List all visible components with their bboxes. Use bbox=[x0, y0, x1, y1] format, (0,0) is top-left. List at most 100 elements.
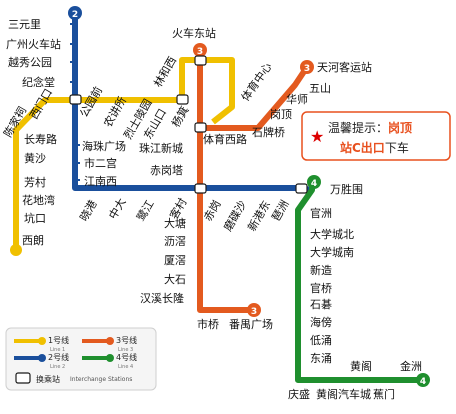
station-huashi: 华师 bbox=[286, 92, 308, 106]
line-4-north-terminal-number: 4 bbox=[311, 179, 317, 189]
line-3-east-terminal-number: 3 bbox=[197, 47, 203, 57]
station-yangji: 杨箕 bbox=[168, 103, 191, 129]
station-huangsha: 黄沙 bbox=[24, 151, 46, 165]
station-hanxi-changlong: 汉溪长隆 bbox=[140, 291, 184, 305]
legend-swatch-dot-line-4 bbox=[106, 354, 114, 362]
station-gangding: 岗顶 bbox=[270, 108, 292, 121]
legend-interchange-zh: 换乘站 bbox=[36, 374, 60, 384]
legend-line-2-zh: 2号线 bbox=[48, 352, 69, 362]
interchange-gongyuanqian bbox=[69, 94, 82, 105]
station-tianhe-coach-station: 天河客运站 bbox=[317, 60, 372, 74]
station-guangzhou-railway: 广州火车站 bbox=[6, 37, 61, 51]
line-3-track-main bbox=[197, 55, 252, 313]
station-yuexiu-park: 越秀公园 bbox=[8, 55, 52, 69]
station-xingangdong: 新港东 bbox=[244, 198, 273, 234]
interchange-wanshengwei bbox=[295, 183, 308, 194]
station-changshou-lu: 长寿路 bbox=[24, 132, 57, 146]
station-shiergong: 市二宫 bbox=[84, 156, 117, 170]
station-sanyuanli: 三元里 bbox=[8, 18, 41, 31]
station-datang: 大塘 bbox=[164, 216, 186, 230]
station-wushan: 五山 bbox=[309, 82, 331, 95]
station-huadiwan: 花地湾 bbox=[22, 193, 55, 207]
station-guanzhou: 官洲 bbox=[310, 206, 332, 220]
station-jinzhou: 金洲 bbox=[400, 359, 422, 373]
station-university-town-south: 大学城南 bbox=[310, 245, 354, 259]
notice-suffix: 下车 bbox=[385, 140, 409, 155]
station-zhujiang-new-town: 珠江新城 bbox=[139, 141, 183, 155]
line-4: 4 4 bbox=[295, 175, 430, 387]
station-kengkou: 坑口 bbox=[24, 211, 46, 225]
line-3-track-north bbox=[200, 68, 308, 131]
line-4-south-terminal-number: 4 bbox=[420, 377, 426, 387]
legend-line-4-zh: 4号线 bbox=[116, 352, 137, 362]
legend-line-3-en: Line 3 bbox=[118, 347, 133, 353]
legend-item-line-4: 4号线 Line 4 bbox=[82, 352, 137, 370]
line-3-north-terminal bbox=[300, 60, 314, 74]
station-university-town-north: 大学城北 bbox=[310, 227, 354, 241]
station-haizhu-square: 海珠广场 bbox=[82, 139, 126, 153]
line-2-station-ticks bbox=[70, 23, 80, 181]
station-guanqiao: 官桥 bbox=[310, 281, 332, 295]
notice-box-frame bbox=[301, 111, 451, 161]
station-haibang: 海傍 bbox=[310, 315, 332, 329]
station-tiyu-zhongxin: 体育中心 bbox=[238, 60, 275, 104]
station-lijiao: 沥滘 bbox=[164, 235, 186, 248]
station-lujiang: 鹭江 bbox=[133, 197, 156, 223]
legend-line-3-zh: 3号线 bbox=[116, 335, 137, 345]
station-wanshengwei: 万胜围 bbox=[330, 182, 363, 196]
legend-line-4-en: Line 4 bbox=[118, 364, 133, 370]
station-dashi: 大石 bbox=[164, 272, 186, 286]
station-linhe-xi: 林和西 bbox=[150, 54, 179, 90]
station-jiaomen: 蕉门 bbox=[373, 387, 395, 401]
station-dongchong: 东涌 bbox=[310, 352, 332, 365]
notice-prefix: 温馨提示： bbox=[328, 120, 388, 135]
interchange-tiyu-xilu bbox=[194, 122, 207, 133]
line-4-north-terminal bbox=[307, 175, 321, 189]
line-3-south-terminal-number: 3 bbox=[251, 307, 257, 317]
interchange-yangji bbox=[176, 94, 189, 105]
legend-line-1-zh: 1号线 bbox=[48, 335, 69, 345]
legend-swatch-dot-line-1 bbox=[38, 337, 46, 345]
legend-swatch-dot-line-3 bbox=[106, 337, 114, 345]
station-xinzao: 新造 bbox=[310, 263, 332, 277]
station-mogaosha: 磨碟沙 bbox=[221, 198, 249, 233]
line-3-east-terminal bbox=[193, 43, 207, 57]
station-guangzhou-railway-east: 火车东站 bbox=[172, 26, 216, 40]
notice-line-2: 站C出口下车 bbox=[340, 140, 409, 155]
station-shipaiqiao: 石牌桥 bbox=[252, 125, 285, 139]
notice-highlight-2: 站C出口 bbox=[340, 140, 385, 155]
notice-star-icon: ★ bbox=[310, 127, 324, 146]
station-qingsheng: 庆盛 bbox=[288, 387, 310, 401]
station-shiqiao: 市桥 bbox=[197, 317, 219, 331]
legend-item-line-3: 3号线 Line 3 bbox=[82, 335, 137, 353]
notice-line-1: 温馨提示：岗顶 bbox=[328, 120, 412, 135]
interchange-guangzhou-east bbox=[194, 55, 207, 66]
legend: 1号线 Line 1 2号线 Line 2 3号线 Line 3 4号线 Lin… bbox=[5, 327, 157, 391]
interchange-markers bbox=[69, 55, 308, 194]
line-3-north-terminal-number: 3 bbox=[304, 64, 310, 74]
station-zhongda: 中大 bbox=[105, 195, 128, 221]
station-tiyu-xilu: 体育西路 bbox=[203, 132, 247, 146]
line-3: 3 3 3 bbox=[193, 43, 314, 317]
line-1 bbox=[10, 57, 235, 256]
notice-box: ★ 温馨提示：岗顶 站C出口下车 bbox=[301, 111, 451, 161]
station-huangge-auto-city: 黄阁汽车城 bbox=[316, 387, 371, 401]
legend-line-1-en: Line 1 bbox=[50, 347, 65, 353]
station-ximenkou: 西门口 bbox=[26, 86, 55, 122]
legend-line-2-en: Line 2 bbox=[50, 364, 65, 370]
line-1-track bbox=[13, 57, 235, 245]
station-chigang-pagoda: 赤岗塔 bbox=[150, 164, 183, 177]
station-huangge: 黄阁 bbox=[350, 359, 372, 373]
legend-item-line-1: 1号线 Line 1 bbox=[14, 335, 69, 353]
station-chigang: 赤岗 bbox=[201, 198, 223, 224]
legend-item-interchange: 换乘站 Interchange Stations bbox=[15, 372, 132, 384]
legend-swatch-dot-line-2 bbox=[38, 354, 46, 362]
station-xiajiao: 厦滘 bbox=[164, 254, 186, 267]
station-jinian-tang: 纪念堂 bbox=[22, 75, 55, 89]
legend-interchange-en: Interchange Stations bbox=[70, 376, 132, 383]
line-2-end-terminal-number: 2 bbox=[72, 10, 78, 20]
legend-item-line-2: 2号线 Line 2 bbox=[14, 352, 69, 370]
line-2-end-terminal bbox=[68, 6, 82, 20]
station-xiaogang: 晓港 bbox=[77, 198, 99, 224]
